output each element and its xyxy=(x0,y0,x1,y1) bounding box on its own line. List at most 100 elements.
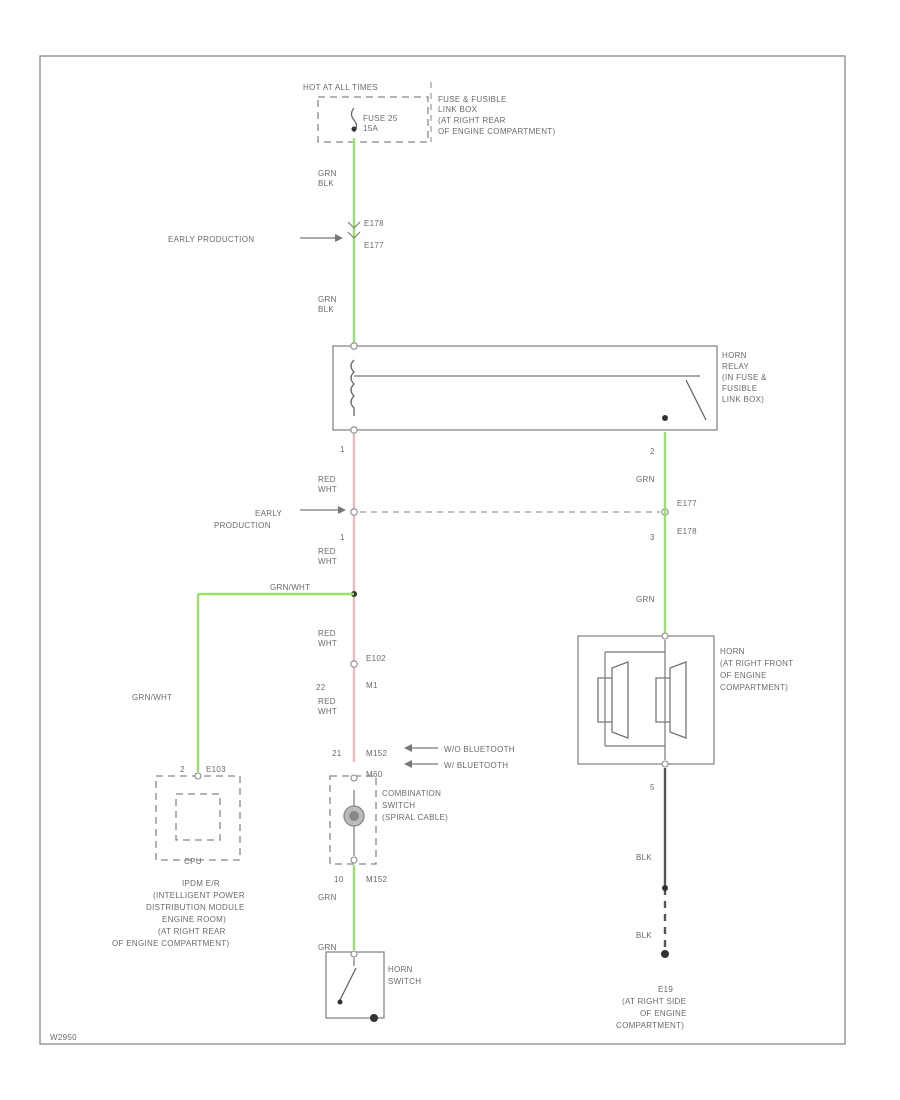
horn-switch-contact-icon xyxy=(339,967,357,1001)
ipdm-cpu-tag: CPU xyxy=(184,857,202,866)
fuse-terminal-dot xyxy=(351,126,357,132)
connector-e103-label: E103 xyxy=(206,765,226,774)
connector-e177-label: E177 xyxy=(364,241,384,250)
pin-label-p7: 10 xyxy=(334,875,344,884)
ipdm-label-4: ENGINE ROOM) xyxy=(162,915,226,924)
combination-switch-pin-top xyxy=(350,774,358,782)
wire-label-w2-color2: BLK xyxy=(318,305,334,314)
combination-switch-label-1: COMBINATION xyxy=(382,789,441,798)
connector-m60-label: M60 xyxy=(366,770,383,779)
connector-e102 xyxy=(350,660,358,668)
wire-label-w8: GRN xyxy=(318,943,337,952)
fuse-location-2: LINK BOX xyxy=(438,105,478,114)
fuse-name: FUSE 25 xyxy=(363,114,398,123)
combination-switch-box xyxy=(329,775,377,865)
ground-location-3: COMPARTMENT) xyxy=(616,1021,684,1030)
bluetooth-w-label: W/ BLUETOOTH xyxy=(444,761,508,770)
bluetooth-wo-label: W/O BLUETOOTH xyxy=(444,745,515,754)
horn-switch-label-2: SWITCH xyxy=(388,977,421,986)
wire-label-w3-color2: WHT xyxy=(318,485,337,494)
wire-label-w2-color1: GRN xyxy=(318,295,337,304)
wire-label-w7: GRN xyxy=(318,893,337,902)
connector-m1-label: M1 xyxy=(366,681,378,690)
hot-at-all-times-label: HOT AT ALL TIMES xyxy=(303,83,378,92)
ipdm-label-3: DISTRIBUTION MODULE xyxy=(146,903,245,912)
ground-location-1: (AT RIGHT SIDE xyxy=(622,997,686,1006)
connector-e177b-label: E177 xyxy=(677,499,697,508)
connector-e178-icon xyxy=(347,221,361,229)
relay-contact-icon xyxy=(685,379,707,421)
early-production-2-line1: EARLY xyxy=(255,509,283,518)
relay-label-5: LINK BOX) xyxy=(722,395,764,404)
wire-label-w6-color1: RED xyxy=(318,697,336,706)
horn-switch-box xyxy=(325,951,385,1019)
ground-location-2: OF ENGINE xyxy=(640,1009,687,1018)
fuse-location-1: FUSE & FUSIBLE xyxy=(438,95,507,104)
wire-label-w10: BLK xyxy=(636,931,652,940)
fuse-rating: 15A xyxy=(363,124,378,133)
connector-e102-label: E102 xyxy=(366,654,386,663)
ground-icon xyxy=(661,950,669,958)
pin-label-p9: 5 xyxy=(650,783,655,792)
pin-label-p1: 1 xyxy=(340,445,345,454)
fuse-location-4: OF ENGINE COMPARTMENT) xyxy=(438,127,555,136)
relay-label-4: FUSIBLE xyxy=(722,384,757,393)
wire-label-w9: BLK xyxy=(636,853,652,862)
ground-splice-dot xyxy=(662,885,668,891)
wire-label-horn-grn: GRN xyxy=(636,595,655,604)
combination-switch-label-3: (SPIRAL CABLE) xyxy=(382,813,448,822)
horn-relay-box xyxy=(332,345,718,431)
pin-label-p2: 1 xyxy=(340,533,345,542)
pin-label-p4: 3 xyxy=(650,533,655,542)
relay-coil-icon xyxy=(350,359,355,416)
horn-label-2: (AT RIGHT FRONT xyxy=(720,659,793,668)
relay-pin-top xyxy=(350,342,358,350)
relay-label-2: RELAY xyxy=(722,362,750,371)
ipdm-label-5: (AT RIGHT REAR xyxy=(158,927,226,936)
relay-pin-bottom xyxy=(350,426,358,434)
horn-switch-contact-dot xyxy=(337,999,343,1005)
horn-box xyxy=(577,635,715,765)
connector-e178-label: E178 xyxy=(364,219,384,228)
pin-label-p6: 21 xyxy=(332,749,342,758)
horn-label-4: COMPARTMENT) xyxy=(720,683,788,692)
wire-label-w1-color2: BLK xyxy=(318,179,334,188)
relay-contact-dot xyxy=(662,415,668,421)
early-production-2-arrowhead xyxy=(338,506,346,514)
wire-label-w4-color2: WHT xyxy=(318,557,337,566)
figure-code: W2950 xyxy=(50,1033,77,1042)
ipdm-label-2: (INTELLIGENT POWER xyxy=(153,891,245,900)
ipdm-label-6: OF ENGINE COMPARTMENT) xyxy=(112,939,229,948)
pin-label-p5: 22 xyxy=(316,683,326,692)
wire-label-w4-color1: RED xyxy=(318,547,336,556)
horn-switch-pin xyxy=(350,950,358,958)
connector-left-early xyxy=(350,508,358,516)
ipdm-pin xyxy=(194,772,202,780)
wire-label-w1-color1: GRN xyxy=(318,169,337,178)
early-production-2-line2: PRODUCTION xyxy=(214,521,271,530)
connector-m152-label: M152 xyxy=(366,749,387,758)
bluetooth-arrowhead-1 xyxy=(404,744,412,752)
connector-e178b-label: E178 xyxy=(677,527,697,536)
horn-pin-top xyxy=(661,632,669,640)
wire-label-relay-grn: GRN xyxy=(636,475,655,484)
early-production-arrowhead xyxy=(335,234,343,242)
horn-label-3: OF ENGINE xyxy=(720,671,767,680)
fuse-box-outline xyxy=(317,96,429,143)
wire-label-ipdm-1: GRN/WHT xyxy=(270,583,310,592)
combination-switch-label-2: SWITCH xyxy=(382,801,415,810)
relay-label-3: (IN FUSE & xyxy=(722,373,767,382)
horn-switch-ground-icon xyxy=(370,1014,378,1022)
ipdm-outer-box xyxy=(155,775,241,861)
horn-switch-label-1: HORN xyxy=(388,965,413,974)
diagram-frame xyxy=(39,55,846,1045)
connector-e177-icon xyxy=(347,231,361,239)
pin-label-p3: 2 xyxy=(650,447,655,456)
ground-name: E19 xyxy=(658,985,673,994)
fuse-location-3: (AT RIGHT REAR xyxy=(438,116,506,125)
horn-pin-bottom xyxy=(661,760,669,768)
pin-label-p8: 2 xyxy=(180,765,185,774)
wire-label-w5-color2: WHT xyxy=(318,639,337,648)
wire-label-ipdm-2: GRN/WHT xyxy=(132,693,172,702)
